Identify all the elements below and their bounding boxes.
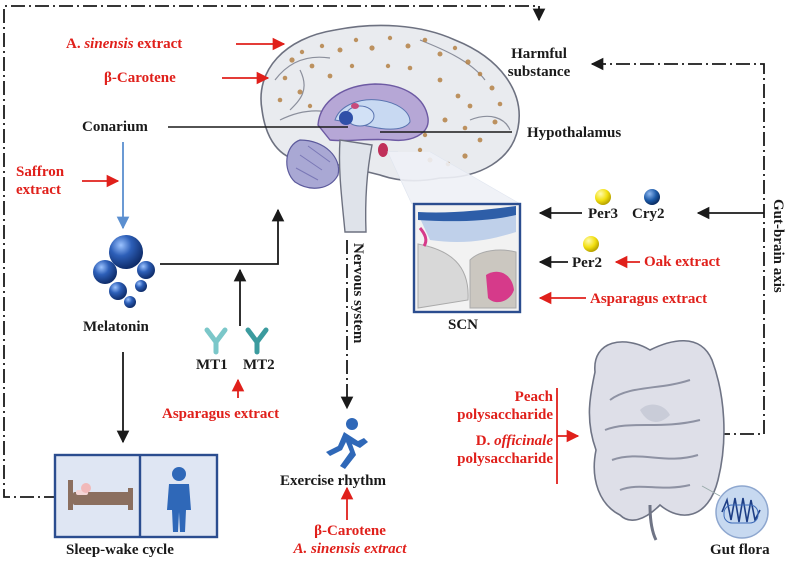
label-cry2: Cry2 [632, 206, 665, 222]
brain-icon [260, 24, 520, 233]
label-polysaccharides: Peach polysaccharide D. officinale polys… [423, 388, 553, 468]
label-harmful-substance: Harmful substance [494, 45, 584, 81]
label-beta-carotene-top: β-Carotene [104, 70, 176, 86]
label-sleep-wake-cycle: Sleep-wake cycle [66, 542, 174, 558]
bed-icon [68, 480, 133, 510]
label-beta-carotene-bottom: β-Carotene [314, 523, 386, 539]
per3-sphere-icon [595, 189, 611, 205]
intestine-illustration-icon [588, 339, 725, 541]
label-substance: substance [507, 64, 571, 80]
label-a-sinensis-top: A. sinensis extract [66, 36, 183, 52]
label-officinale-italic: officinale [494, 433, 553, 449]
label-polysaccharide-1: polysaccharide [457, 407, 553, 423]
label-mt1: MT1 [196, 357, 228, 373]
arrow-melatonin-to-brain [160, 208, 285, 265]
gut-flora-microbe-icon [701, 485, 769, 539]
gut-brain-axis-line [590, 57, 765, 435]
label-a-sinensis-bottom: A. sinensis extract [293, 541, 407, 557]
label-scn: SCN [448, 317, 479, 333]
label-nervous-system: Nervous system [349, 240, 366, 347]
label-a-sinensis-top-italic: sinensis [84, 36, 134, 52]
label-extract: extract [16, 182, 61, 198]
label-asparagus-mt: Asparagus extract [162, 406, 280, 422]
label-d-officinale: D. officinale [423, 432, 553, 450]
label-hypothalamus: Hypothalamus [527, 125, 622, 141]
label-peach: Peach [514, 389, 553, 405]
label-gut-flora: Gut flora [710, 542, 770, 558]
standing-person-icon [167, 467, 191, 532]
label-gut-brain-axis: Gut-brain axis [769, 196, 786, 296]
label-mt2: MT2 [243, 357, 275, 373]
running-person-icon [326, 418, 368, 469]
label-harmful: Harmful [511, 46, 567, 62]
label-d-prefix: D. [475, 433, 495, 449]
scn-zoom-box [412, 202, 522, 314]
label-exercise-rhythm: Exercise rhythm [280, 473, 386, 489]
mt-receptors-icon [204, 327, 269, 355]
label-saffron-extract: Saffron extract [16, 163, 64, 199]
label-bottom-supplements: β-Carotene A. sinensis extract [270, 522, 430, 558]
label-oak-extract: Oak extract [644, 254, 721, 270]
label-asparagus-scn: Asparagus extract [590, 291, 708, 307]
label-per2: Per2 [572, 255, 602, 271]
label-melatonin: Melatonin [83, 319, 149, 335]
outer-feedback-loop [3, 5, 546, 498]
per2-sphere-icon [583, 236, 599, 252]
melatonin-molecule-icon [93, 235, 155, 308]
label-polysaccharide-2: polysaccharide [457, 451, 553, 467]
label-conarium: Conarium [82, 119, 148, 135]
label-per3: Per3 [588, 206, 618, 222]
label-saffron: Saffron [16, 164, 65, 180]
cry2-sphere-icon [644, 189, 660, 205]
